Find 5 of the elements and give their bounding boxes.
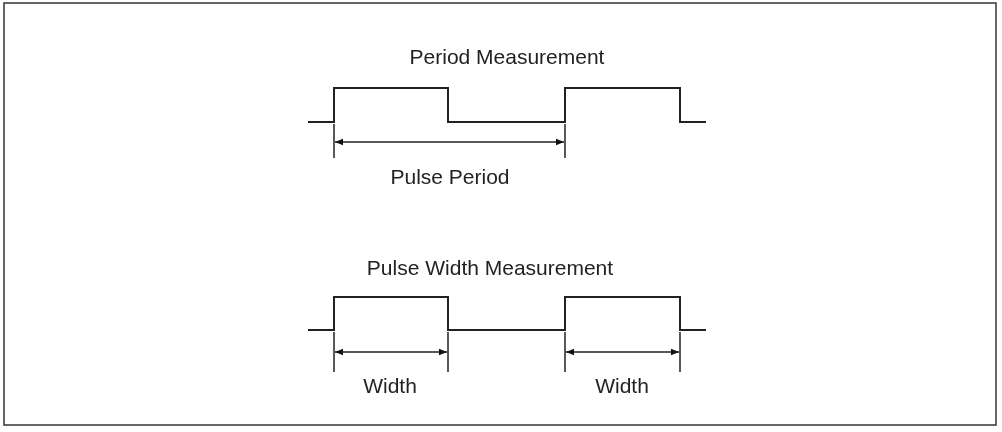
heading: Pulse Width Measurement [366,256,614,280]
dimension-label: Pulse Period [390,165,510,189]
dimension-label: Width [595,374,649,398]
heading: Period Measurement [409,45,605,69]
dimension-label: Width [363,374,417,398]
